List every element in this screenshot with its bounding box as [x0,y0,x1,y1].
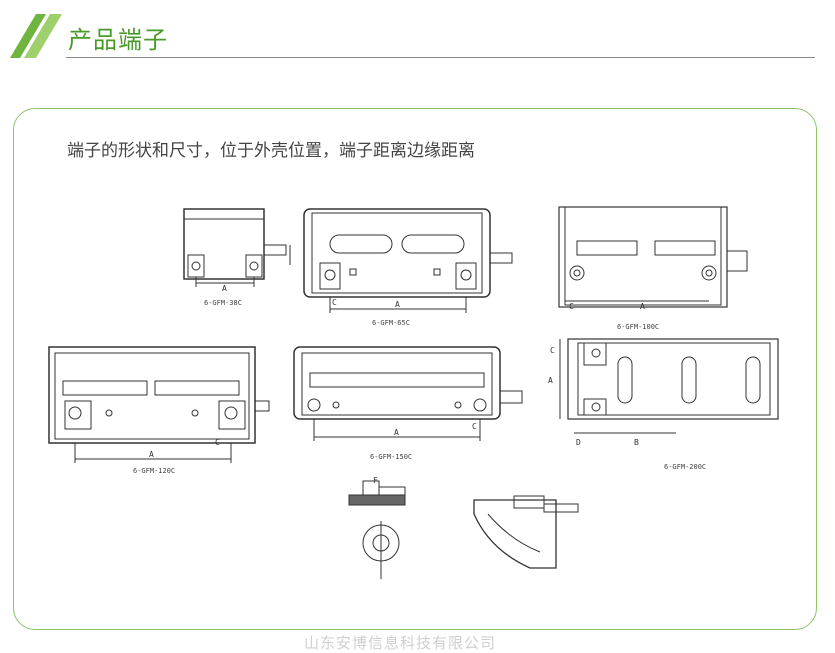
page-title: 产品端子 [68,26,168,54]
model-caption-38c: 6-GFM-38C [204,299,242,307]
model-caption-120c: 6-GFM-120C [133,467,175,475]
model-caption-65c: 6-GFM-65C [372,319,410,327]
dim-label-c-150: C [472,422,477,431]
terminal-corner-detail [470,490,590,580]
dim-label-a-120: A [149,450,154,459]
content-panel [13,108,817,630]
model-caption-200c: 6-GFM-200C [664,463,706,471]
drawing-6-gfm-200c: A C D B 6-GFM-200C [548,335,788,475]
model-caption-150c: 6-GFM-150C [370,453,412,461]
dim-label-f: F [373,476,378,485]
dim-label-c-120: C [215,438,220,447]
dim-label-a-150: A [394,428,399,437]
dim-label-a-200: A [548,376,553,385]
dim-label-c-200: C [550,346,555,355]
dim-label-b-200: B [634,438,639,447]
dim-label-a-100: A [640,302,645,311]
terminal-description: 端子的形状和尺寸，位于外壳位置，端子距离边缘距离 [67,141,475,161]
drawing-6-gfm-120c: A C 6-GFM-120C [45,345,275,480]
drawing-6-gfm-65c: A C 6-GFM-65C [300,205,520,330]
company-watermark: 山东安博信息科技有限公司 [304,634,497,652]
dim-label-a-65: A [395,300,400,309]
title-divider [66,57,815,58]
model-caption-100c: 6-GFM-100C [617,323,659,331]
terminal-side-detail: F [345,475,425,585]
dim-label-c-65: C [332,298,337,307]
drawing-6-gfm-100c: C A 6-GFM-100C [555,205,765,335]
dim-label-c-100: C [569,302,574,311]
dim-label-a: A [222,284,227,293]
header: 产品端子 [0,0,835,60]
drawing-6-gfm-38c: A 6-GFM-38C [180,205,300,315]
dim-label-d-200: D [576,438,581,447]
drawing-6-gfm-150c: A C 6-GFM-150C [290,345,530,470]
logo-stripes-icon [10,14,62,58]
